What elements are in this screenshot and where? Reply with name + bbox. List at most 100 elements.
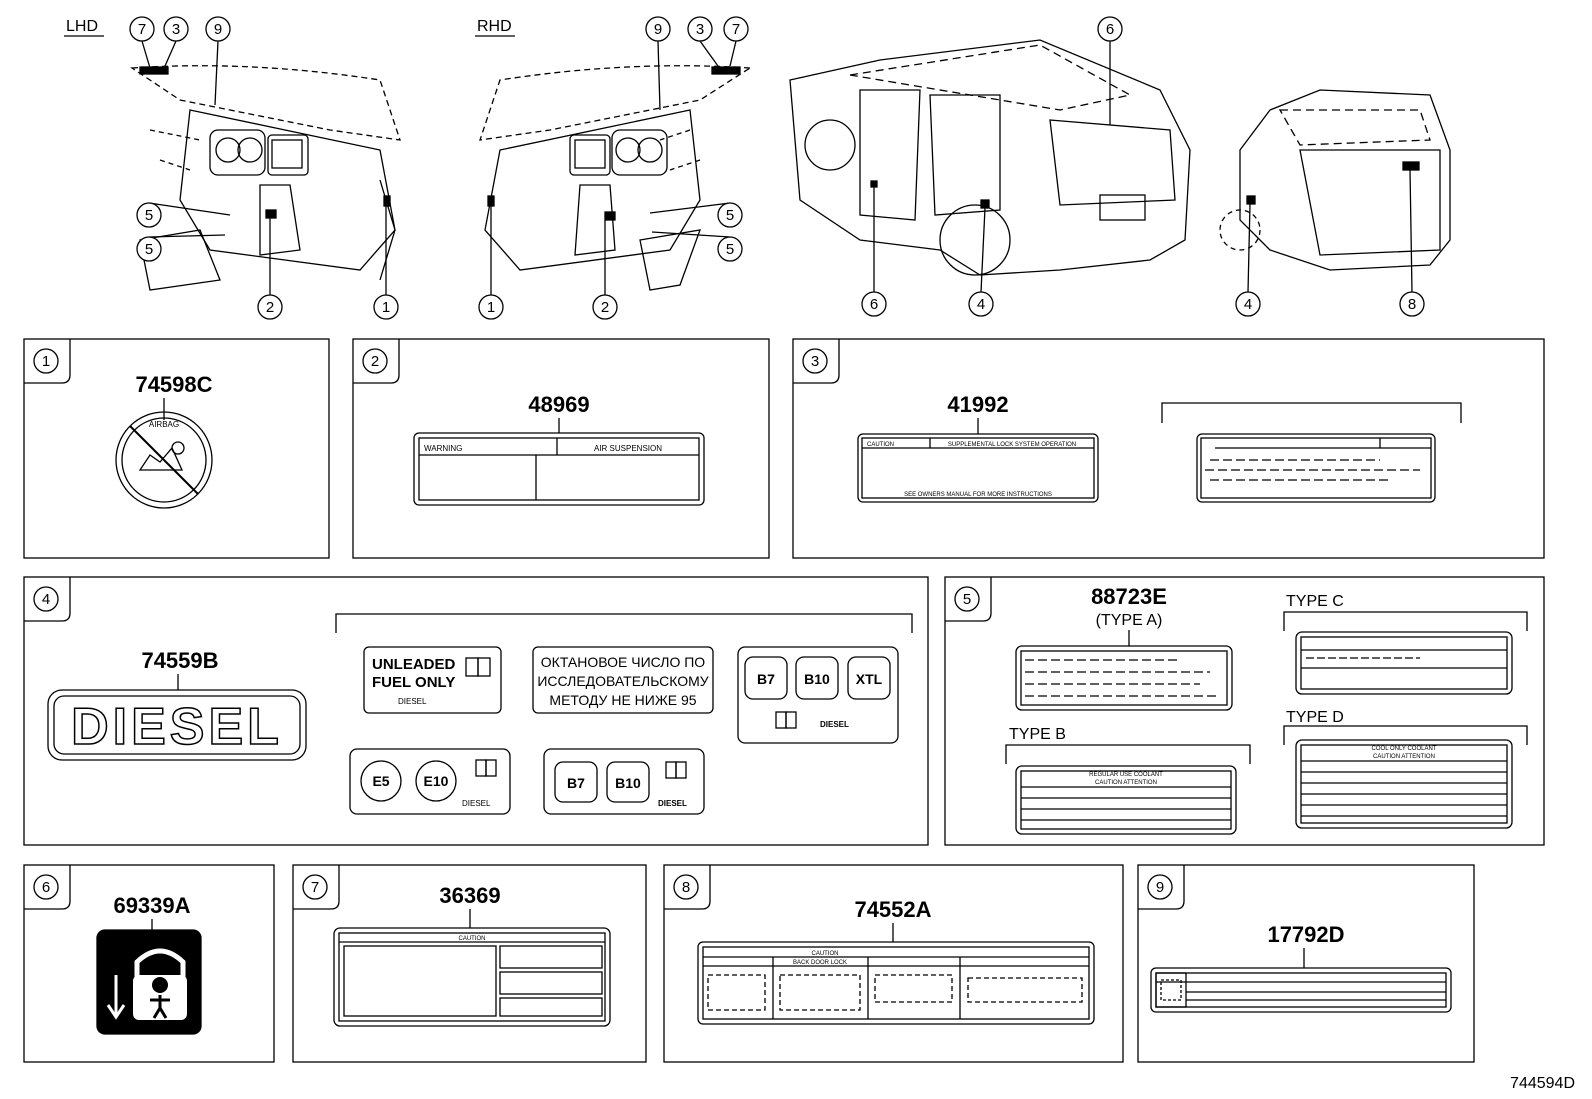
- panel-3: 41992 CAUTION SUPPLEMENTAL LOCK SYSTEM O…: [857, 392, 1462, 503]
- callout-number: 6: [870, 296, 878, 313]
- callout-number: 3: [696, 21, 704, 38]
- suv-side-illustration: [789, 39, 1191, 276]
- callout-leader: [657, 40, 661, 111]
- callout-leader: [651, 231, 731, 238]
- panel-number: 9: [1156, 879, 1164, 896]
- figure-id: 744594D: [1510, 1075, 1575, 1092]
- panel-number-circle: [302, 874, 328, 900]
- callout-number: 8: [1408, 296, 1416, 313]
- panel-6: 69339A: [96, 893, 202, 1035]
- callout-number: 1: [382, 299, 390, 316]
- manual-book-icon: [475, 759, 497, 777]
- callout-circle: [717, 202, 743, 228]
- panel-number-circle: [33, 874, 59, 900]
- callout-number: 9: [214, 21, 222, 38]
- diesel-small-label-2: DIESEL: [658, 799, 687, 808]
- air-suspension-title: AIR SUSPENSION: [594, 444, 662, 453]
- panel-frames: [23, 338, 1545, 1063]
- panel-tab-notch: [945, 577, 992, 622]
- callout-number: 9: [654, 21, 662, 38]
- part-number-69339a: 69339A: [113, 893, 190, 918]
- panel-number: 6: [42, 879, 50, 896]
- type-b-label: TYPE B: [1009, 726, 1066, 743]
- callout-circle: [645, 16, 671, 42]
- callout-circle: [129, 16, 155, 42]
- type-b-row-1: REGULAR USE COOLANT: [1089, 772, 1163, 778]
- callout-circle: [136, 202, 162, 228]
- diesel-emblem-text: DIESEL: [71, 698, 283, 756]
- callout-number: 3: [172, 21, 180, 38]
- type-a-label: (TYPE A): [1096, 612, 1163, 629]
- callout-circle: [592, 294, 618, 320]
- callout-number: 5: [726, 241, 734, 258]
- child-lock-icon: [106, 948, 187, 1020]
- callout-number: 7: [138, 21, 146, 38]
- callout-circle: [717, 236, 743, 262]
- part-number-74598c: 74598C: [135, 372, 212, 397]
- air-suspension-warning-text: WARNING: [424, 444, 462, 453]
- b7-label: B7: [757, 671, 775, 687]
- part-number-74552a: 74552A: [854, 897, 931, 922]
- callout-leader: [1247, 203, 1251, 293]
- callout-circle: [136, 236, 162, 262]
- type-c-label: TYPE C: [1286, 593, 1344, 610]
- panel-tab-notch: [793, 339, 840, 384]
- b10-label: B10: [804, 671, 830, 687]
- callout-circle: [1399, 291, 1425, 317]
- callout-number: 1: [487, 299, 495, 316]
- russian-octane-line-3: МЕТОДУ НЕ НИЖЕ 95: [549, 692, 696, 708]
- panel-tab-notch: [24, 339, 71, 384]
- russian-octane-line-1: ОКТАНОВОЕ ЧИСЛО ПО: [541, 654, 706, 670]
- lhd-label: LHD: [66, 18, 98, 35]
- panel-number: 3: [811, 353, 819, 370]
- callout-leader: [148, 202, 231, 216]
- callout-circle: [205, 16, 231, 42]
- e10-label: E10: [424, 773, 449, 789]
- rhd-label: RHD: [477, 18, 512, 35]
- type-d-row-2: CAUTION ATTENTION: [1373, 754, 1435, 760]
- type-d-label: TYPE D: [1286, 709, 1344, 726]
- callout-number: 5: [726, 207, 734, 224]
- callout-leader: [148, 234, 226, 238]
- callout-leader: [980, 207, 986, 293]
- unleaded-line-1: UNLEADED: [372, 656, 456, 673]
- manual-book-icon: [665, 761, 687, 779]
- panel-1: 74598C AIRBAG: [115, 372, 213, 509]
- callout-number: 7: [732, 21, 740, 38]
- type-d-row-1: COOL ONLY COOLANT: [1372, 746, 1437, 752]
- e5-label: E5: [372, 773, 389, 789]
- callout-circle: [687, 16, 713, 42]
- callout-leader: [1409, 169, 1413, 293]
- callout-number: 5: [145, 241, 153, 258]
- callout-circle: [478, 294, 504, 320]
- callout-leader: [164, 40, 177, 67]
- callout-circle: [723, 16, 749, 42]
- panel-4: 74559B DIESEL UNLEADED FUEL ONLY DIESEL …: [47, 613, 913, 815]
- panel-tab-notch: [24, 577, 71, 622]
- panel-number: 2: [371, 353, 379, 370]
- part-number-41992: 41992: [947, 392, 1008, 417]
- panel-number: 1: [42, 353, 50, 370]
- e-diesel-sub: DIESEL: [462, 799, 491, 808]
- callout-leader: [141, 40, 151, 69]
- xtl-label: XTL: [856, 671, 883, 687]
- panel-number: 4: [42, 591, 50, 608]
- panel-number-circle: [802, 348, 828, 374]
- callout-circle: [968, 291, 994, 317]
- panel-8: 74552A CAUTION BACK DOOR LOCK: [697, 897, 1095, 1025]
- panel-number-circle: [673, 874, 699, 900]
- part-number-17792d: 17792D: [1267, 922, 1344, 947]
- b10-label-2: B10: [615, 775, 641, 791]
- suv-rear-illustration: [1219, 89, 1451, 271]
- b7-label-2: B7: [567, 775, 585, 791]
- back-door-caution-text: CAUTION: [812, 951, 839, 957]
- panel-5: 88723E (TYPE A) TYPE B REGULAR USE COOLA…: [1005, 584, 1528, 835]
- panel-9: 17792D: [1150, 922, 1452, 1013]
- panel-number-circle: [33, 348, 59, 374]
- unleaded-line-2: FUEL ONLY: [372, 674, 455, 691]
- panel-number-circle: [954, 586, 980, 612]
- diesel-small-label: DIESEL: [820, 720, 849, 729]
- lock-operation-title: SUPPLEMENTAL LOCK SYSTEM OPERATION: [948, 442, 1076, 448]
- manual-book-icon: [465, 657, 491, 677]
